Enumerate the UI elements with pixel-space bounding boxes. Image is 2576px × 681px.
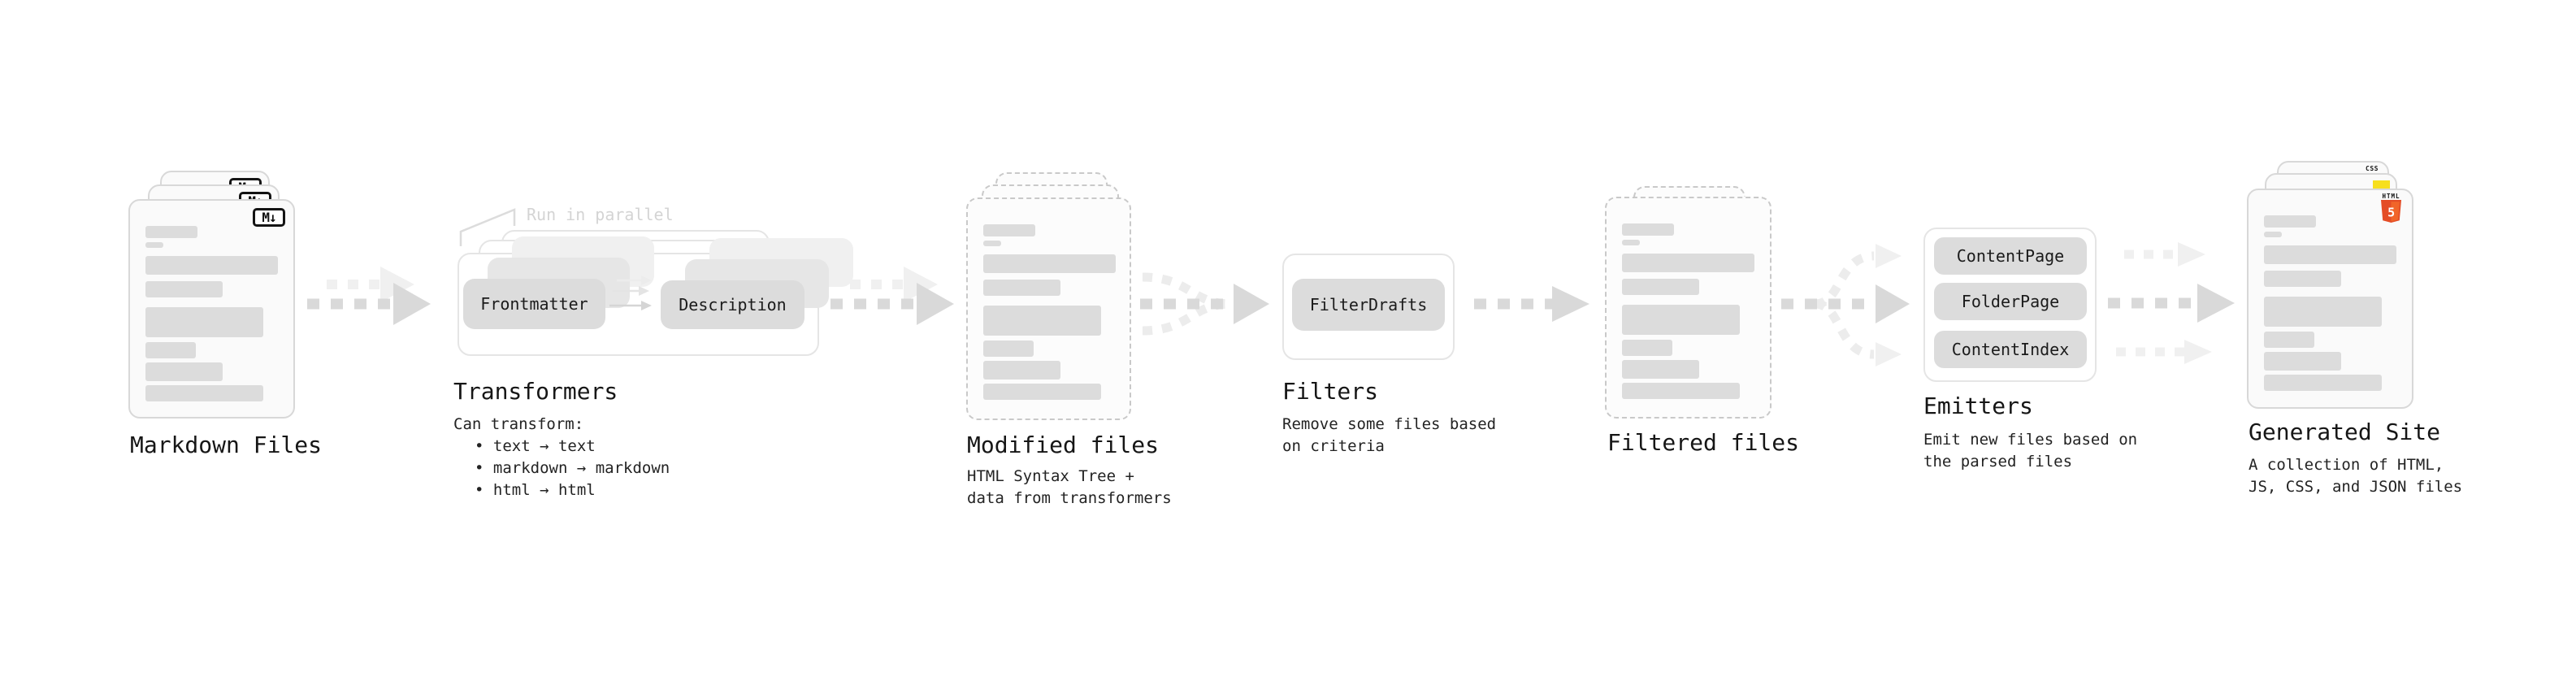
text-bar — [145, 385, 263, 401]
content-index-box: ContentIndex — [1934, 331, 2087, 368]
js-icon — [2373, 180, 2390, 189]
flow-arrow-split-into-emitters — [1781, 244, 1910, 367]
text-bar — [983, 306, 1101, 336]
text-bar — [2264, 271, 2341, 287]
markdown-icon: M↓ — [253, 208, 285, 227]
html5-icon: HTML 5 — [2381, 193, 2401, 226]
description-line: • markdown → markdown — [475, 459, 670, 477]
content-page-box: ContentPage — [1934, 237, 2087, 275]
emitters-title: Emitters — [1923, 393, 2033, 419]
text-bar — [145, 342, 196, 358]
text-bar — [145, 281, 223, 297]
description-line: HTML Syntax Tree + — [967, 467, 1134, 485]
modified-files-description: HTML Syntax Tree + data from transformer… — [967, 466, 1172, 510]
annotation-bracket — [459, 208, 516, 246]
markdown-page-front: M↓ — [128, 199, 295, 419]
modified-page-front — [966, 197, 1131, 420]
generated-site-description: A collection of HTML, JS, CSS, and JSON … — [2249, 454, 2462, 498]
text-bar — [2264, 297, 2382, 327]
description-box: Description — [661, 280, 804, 329]
modified-files-title: Modified files — [967, 432, 1160, 458]
transformers-description: Can transform: • text → text • markdown … — [453, 414, 670, 501]
text-bar — [1622, 223, 1674, 236]
description-line: on criteria — [1282, 437, 1385, 455]
transformers-title: Transformers — [453, 378, 618, 405]
svg-text:5: 5 — [2387, 206, 2395, 220]
description-line: JS, CSS, and JSON files — [2249, 478, 2463, 496]
text-bar — [2264, 215, 2316, 228]
text-bar — [983, 280, 1060, 296]
description-line: A collection of HTML, — [2249, 456, 2444, 474]
text-bar — [2264, 375, 2382, 391]
text-bar — [1622, 340, 1672, 356]
description-line: the parsed files — [1923, 453, 2073, 471]
text-bar — [145, 256, 278, 275]
description-line: Can transform: — [453, 415, 584, 433]
filtered-files-title: Filtered files — [1607, 429, 1800, 456]
text-bar — [983, 361, 1060, 380]
text-bar — [145, 362, 223, 381]
folder-page-box: FolderPage — [1934, 283, 2087, 320]
text-bar — [2264, 232, 2282, 237]
parallel-transform-arrows — [609, 275, 652, 310]
description-line: • text → text — [475, 437, 596, 455]
text-bar — [1622, 254, 1754, 272]
flow-arrows-emitters-to-site — [2108, 242, 2235, 364]
text-bar — [145, 242, 163, 248]
markdown-files-title: Markdown Files — [130, 432, 323, 458]
flow-arrow-merge-into-filters — [1140, 272, 1269, 336]
text-bar — [983, 254, 1116, 273]
text-placeholder-bars — [968, 199, 1130, 419]
text-placeholder-bars — [2249, 190, 2412, 407]
text-bar — [983, 224, 1035, 236]
flow-arrow-filters-to-filtered — [1474, 286, 1589, 322]
text-bar — [1622, 360, 1699, 379]
description-line: Remove some files based — [1282, 415, 1497, 433]
text-bar — [2264, 352, 2341, 371]
text-bar — [983, 340, 1034, 357]
text-bar — [1622, 383, 1740, 399]
text-bar — [2264, 245, 2396, 264]
filter-drafts-box: FilterDrafts — [1292, 279, 1445, 331]
generated-site-title: Generated Site — [2249, 419, 2441, 445]
description-line: data from transformers — [967, 489, 1172, 507]
text-placeholder-bars — [130, 201, 293, 417]
text-placeholder-bars — [1607, 198, 1770, 417]
description-line: • html → html — [475, 481, 596, 499]
frontmatter-box: Frontmatter — [463, 279, 605, 329]
text-bar — [2264, 332, 2314, 348]
text-bar — [145, 307, 263, 337]
emitters-description: Emit new files based on the parsed files — [1923, 429, 2137, 473]
text-bar — [1622, 305, 1740, 335]
text-bar — [1622, 240, 1640, 245]
flow-arrow-markdown-to-transformers — [307, 267, 431, 325]
site-page-front: HTML 5 — [2247, 189, 2413, 409]
text-bar — [1622, 279, 1699, 295]
filters-description: Remove some files based on criteria — [1282, 414, 1496, 458]
filtered-page-front — [1605, 197, 1772, 419]
text-bar — [983, 241, 1001, 246]
text-bar — [145, 226, 197, 238]
description-line: Emit new files based on — [1923, 431, 2138, 449]
text-bar — [983, 384, 1101, 400]
filters-title: Filters — [1282, 378, 1379, 405]
flow-arrow-transformers-to-modified — [830, 267, 954, 325]
run-in-parallel-label: Run in parallel — [527, 205, 674, 224]
